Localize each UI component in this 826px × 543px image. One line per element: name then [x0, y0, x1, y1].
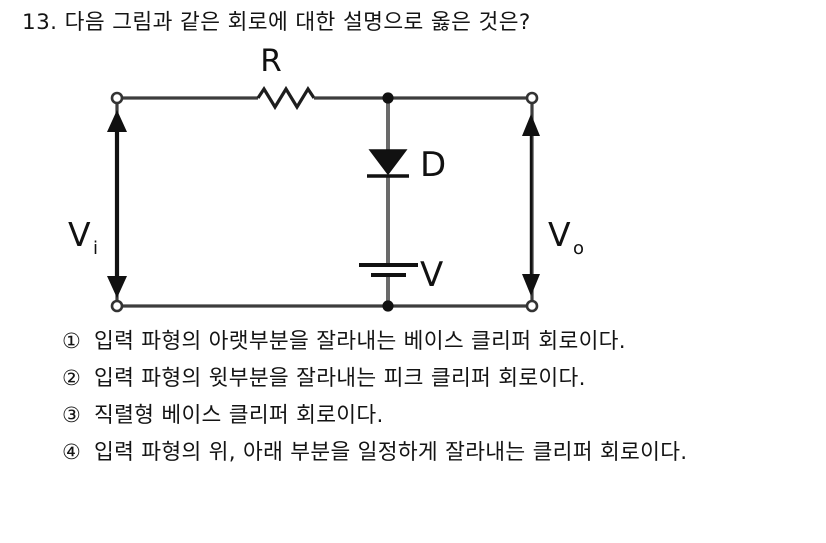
clipper-circuit-figure: R D V V i V o — [0, 46, 826, 324]
input-voltage-arrowhead-up — [107, 110, 127, 132]
answer-choice-list: ① 입력 파형의 아랫부분을 잘라내는 베이스 클리퍼 회로이다. ② 입력 파… — [62, 326, 822, 474]
diode-label: D — [420, 145, 446, 185]
battery-label: V — [420, 255, 443, 295]
output-voltage-arrowhead-up — [522, 114, 540, 136]
choice-text-1: 입력 파형의 아랫부분을 잘라내는 베이스 클리퍼 회로이다. — [94, 329, 626, 354]
output-voltage-label: V — [548, 215, 571, 254]
terminal-input-top — [110, 91, 124, 105]
choice-marker-3: ③ — [62, 403, 81, 427]
answer-choice-2[interactable]: ② 입력 파형의 윗부분을 잘라내는 피크 클리퍼 회로이다. — [62, 363, 822, 394]
choice-text-2: 입력 파형의 윗부분을 잘라내는 피크 클리퍼 회로이다. — [94, 366, 586, 391]
resistor-symbol — [256, 85, 316, 111]
choice-text-3: 직렬형 베이스 클리퍼 회로이다. — [94, 403, 384, 428]
input-voltage-label: V — [68, 215, 91, 254]
choice-marker-2: ② — [62, 366, 81, 390]
answer-choice-4[interactable]: ④ 입력 파형의 위, 아래 부분을 일정하게 잘라내는 클리퍼 회로이다. — [62, 437, 822, 468]
junction-dot-top — [382, 92, 394, 104]
terminal-output-bottom — [525, 299, 539, 313]
answer-choice-1[interactable]: ① 입력 파형의 아랫부분을 잘라내는 베이스 클리퍼 회로이다. — [62, 326, 822, 357]
question-text: 다음 그림과 같은 회로에 대한 설명으로 옳은 것은? — [64, 10, 531, 35]
question-number: 13. — [22, 10, 58, 35]
diode-symbol — [368, 149, 408, 176]
input-voltage-label-subscript: i — [93, 238, 98, 259]
input-voltage-arrowhead-down — [107, 276, 127, 298]
output-voltage-label-subscript: o — [573, 238, 584, 259]
terminal-output-top — [525, 91, 539, 105]
answer-choice-3[interactable]: ③ 직렬형 베이스 클리퍼 회로이다. — [62, 400, 822, 431]
choice-marker-4: ④ — [62, 440, 81, 464]
terminal-input-bottom — [110, 299, 124, 313]
junction-dot-bottom — [382, 300, 394, 312]
choice-text-4: 입력 파형의 위, 아래 부분을 일정하게 잘라내는 클리퍼 회로이다. — [94, 440, 688, 465]
resistor-label: R — [260, 46, 282, 79]
output-voltage-arrowhead-down — [522, 274, 540, 296]
choice-marker-1: ① — [62, 329, 81, 353]
question-stem: 13. 다음 그림과 같은 회로에 대한 설명으로 옳은 것은? — [22, 8, 812, 38]
